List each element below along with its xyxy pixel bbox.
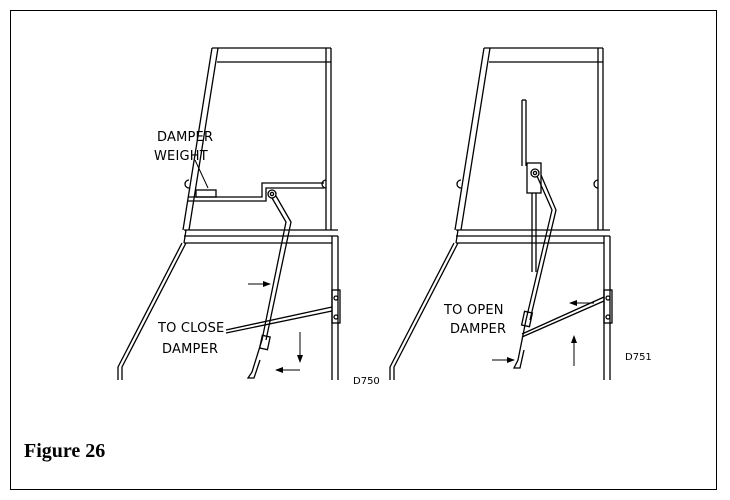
weight-label-line2: WEIGHT [154,149,208,164]
left-collar [183,229,338,244]
left-drawing-code: D750 [353,376,380,387]
close-damper-label-line1: TO CLOSE [157,321,224,336]
left-view: DAMPER WEIGHT TO CLOSE DAMPER D750 [117,47,380,387]
right-lower-housing [389,236,613,380]
open-damper-label-line1: TO OPEN [443,303,504,318]
right-drawing-code: D751 [625,352,652,363]
weight-leader [194,159,209,189]
left-actuating-rod [225,195,333,379]
right-motion-arrows [492,300,594,366]
right-actuating-rod [512,174,605,369]
right-view: TO OPEN DAMPER D751 [389,47,652,380]
open-damper-label-line2: DAMPER [450,322,506,337]
left-damper-blade [188,182,324,202]
right-collar [455,229,610,244]
right-damper-blade [521,99,542,272]
close-damper-label-line2: DAMPER [162,342,218,357]
left-upper-housing [182,47,332,231]
figure-caption: Figure 26 [24,440,106,462]
left-lower-housing [117,236,341,380]
figure-frame [10,10,717,490]
right-upper-housing [454,47,604,231]
left-motion-arrows [248,281,303,373]
weight-label-line1: DAMPER [157,130,213,145]
